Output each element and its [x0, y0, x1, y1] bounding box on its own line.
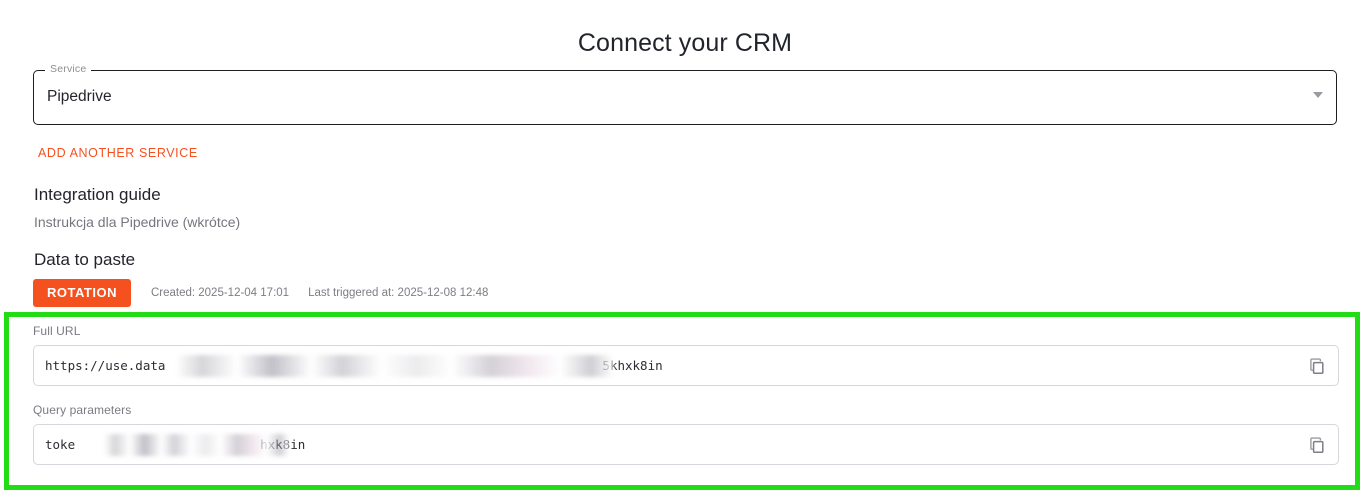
query-parameters-input[interactable]: tokehxk8in	[33, 424, 1339, 465]
last-triggered-timestamp: Last triggered at: 2025-12-08 12:48	[308, 286, 489, 299]
query-parameters-label: Query parameters	[33, 403, 132, 417]
page-title: Connect your CRM	[577, 29, 793, 57]
chevron-down-icon[interactable]	[1313, 92, 1323, 98]
integration-guide-description: Instrukcja dla Pipedrive (wkrótce)	[34, 214, 241, 230]
integration-guide-heading: Integration guide	[34, 185, 161, 204]
service-select-label: Service	[45, 63, 92, 75]
query-parameters-field-block: Query parameters tokehxk8in	[33, 402, 1339, 465]
full-url-redaction	[176, 355, 613, 377]
full-url-label: Full URL	[33, 324, 81, 338]
query-parameters-redaction	[104, 434, 289, 456]
rotation-badge[interactable]: ROTATION	[33, 279, 131, 307]
copy-icon[interactable]	[1308, 357, 1326, 375]
full-url-field-block: Full URL https://use.data 5khxk8in	[33, 323, 1339, 386]
service-select[interactable]: Service Pipedrive	[33, 63, 1337, 125]
created-timestamp: Created: 2025-12-04 17:01	[150, 286, 290, 299]
rotation-meta-row: ROTATION Created: 2025-12-04 17:01 Last …	[33, 279, 488, 307]
service-select-value: Pipedrive	[47, 88, 112, 105]
copy-icon[interactable]	[1308, 436, 1326, 454]
full-url-value-suffix: 5khxk8in	[602, 358, 663, 373]
data-to-paste-heading: Data to paste	[34, 250, 136, 269]
full-url-value-prefix: https://use.data	[45, 358, 166, 373]
add-another-service-button[interactable]: ADD ANOTHER SERVICE	[38, 146, 198, 160]
full-url-input[interactable]: https://use.data 5khxk8in	[33, 345, 1339, 386]
full-url-value: https://use.data 5khxk8in	[34, 358, 663, 373]
query-parameters-value-prefix: toke	[45, 437, 76, 452]
service-select-trigger[interactable]	[33, 70, 1337, 125]
